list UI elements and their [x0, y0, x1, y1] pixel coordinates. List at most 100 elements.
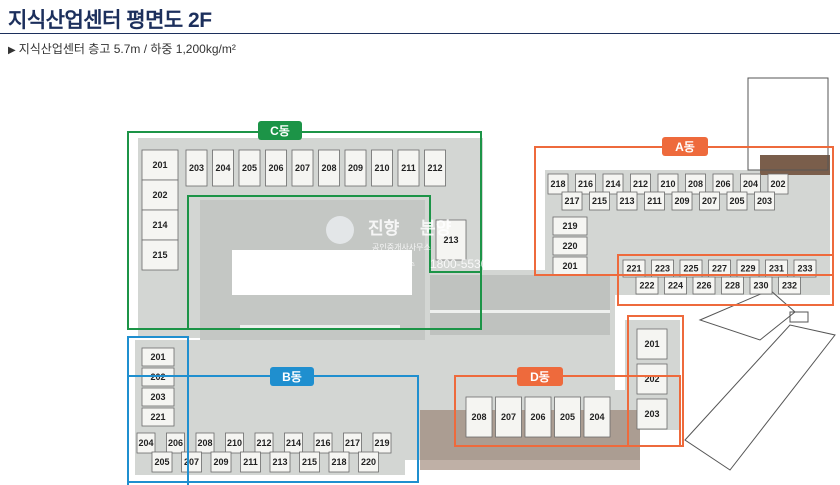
unit-cell-b_bottom_low-220 — [358, 451, 379, 473]
unit-label-a_bottom_top-225: 225 — [683, 264, 698, 274]
unit-cell-c_top-203 — [185, 149, 208, 187]
unit-cell-b_bottom_top-208 — [195, 432, 215, 454]
unit-cell-d_row-207 — [495, 396, 522, 438]
unit-cell-b_side-201 — [141, 347, 175, 367]
watermark-sub: 공인중개사사무소 — [372, 242, 431, 252]
unit-label-a_top_lower-207: 207 — [702, 196, 717, 206]
unit-cell-a_side-219 — [552, 216, 588, 236]
watermark: 진향 분양 공인중개사사무소 접수 1800-5530 — [326, 216, 488, 271]
d-zone-side-outline — [627, 315, 684, 447]
unit-label-b_bottom_low-205: 205 — [154, 457, 169, 467]
unit-cell-a_top_lower-213 — [616, 191, 638, 211]
unit-label-c_top-210: 210 — [374, 163, 389, 173]
unit-cell-a_top-204 — [740, 173, 761, 195]
unit-cell-a_top-202 — [767, 173, 789, 195]
unit-label-d_row-207: 207 — [501, 412, 516, 422]
c-zone-inner-units: 213 — [435, 219, 467, 261]
unit-label-a_top_lower-209: 209 — [674, 196, 689, 206]
unit-label-c_top-203: 203 — [189, 163, 204, 173]
unit-cell-d_row-204 — [583, 396, 611, 438]
unit-label-a_bottom_low-232: 232 — [782, 281, 797, 291]
unit-label-a_bottom_top-229: 229 — [740, 264, 755, 274]
unit-label-c_top-204: 204 — [215, 163, 230, 173]
annex-outline — [684, 77, 836, 471]
unit-cell-c_left-201 — [141, 149, 179, 181]
unit-cell-a_top_lower-205 — [726, 191, 748, 211]
unit-label-d_row-206: 206 — [530, 412, 545, 422]
unit-label-c_top-212: 212 — [427, 163, 442, 173]
unit-label-a_top_lower-217: 217 — [564, 196, 579, 206]
c-zone-label: C동 — [270, 124, 290, 138]
unit-label-b_bottom_low-218: 218 — [331, 457, 346, 467]
unit-label-c_inner-213: 213 — [443, 235, 458, 245]
a-zone-lower-outline — [617, 254, 834, 306]
unit-label-a_bottom_low-228: 228 — [725, 281, 740, 291]
unit-label-a_bottom_top-233: 233 — [797, 264, 812, 274]
unit-cell-a_bottom_top-221 — [622, 259, 646, 278]
unit-cell-a_bottom_top-223 — [651, 259, 674, 278]
unit-cell-c_top-210 — [371, 149, 393, 187]
unit-label-c_top-211: 211 — [401, 163, 416, 173]
unit-cell-b_bottom_top-210 — [225, 432, 244, 454]
unit-cell-c_top-209 — [344, 149, 367, 187]
unit-label-c_top-205: 205 — [242, 163, 257, 173]
a-zone-label: A동 — [675, 140, 695, 154]
unit-cell-c_top-205 — [238, 149, 261, 187]
unit-label-c_left-201: 201 — [152, 160, 167, 170]
unit-label-a_top-218: 218 — [550, 179, 565, 189]
unit-label-b_side-221: 221 — [150, 412, 165, 422]
unit-cell-c_top-211 — [397, 149, 420, 187]
unit-cell-d_side-201 — [636, 328, 668, 360]
unit-label-b_bottom_top-208: 208 — [197, 438, 212, 448]
unit-cell-a_bottom_top-225 — [679, 259, 703, 278]
page-subtitle: ▶지식산업센터 층고 5.7m / 하중 1,200kg/m² — [8, 40, 236, 57]
unit-cell-b_bottom_top-216 — [313, 432, 333, 454]
unit-label-a_bottom_low-226: 226 — [696, 281, 711, 291]
b-zone-tag: B동 — [270, 367, 314, 386]
unit-label-a_top-204: 204 — [743, 179, 758, 189]
unit-label-a_top_lower-205: 205 — [729, 196, 744, 206]
unit-cell-c_top-212 — [424, 149, 446, 187]
unit-label-a_top-216: 216 — [578, 179, 593, 189]
unit-cell-c_left-202 — [141, 179, 179, 211]
unit-cell-a_top-218 — [547, 173, 569, 195]
unit-label-a_bottom_top-227: 227 — [712, 264, 727, 274]
unit-label-c_top-207: 207 — [295, 163, 310, 173]
d-zone-outline — [454, 375, 681, 447]
unit-label-b_bottom_top-214: 214 — [286, 438, 301, 448]
unit-label-b_side-203: 203 — [150, 392, 165, 402]
unit-label-b_bottom_top-204: 204 — [138, 438, 153, 448]
unit-cell-a_bottom_low-222 — [635, 276, 659, 295]
unit-cell-a_top-212 — [630, 173, 651, 195]
unit-cell-c_left-214 — [141, 209, 179, 241]
unit-cell-b_bottom_top-217 — [343, 432, 362, 454]
unit-cell-a_top-214 — [602, 173, 624, 195]
unit-cell-c_top-207 — [291, 149, 314, 187]
unit-label-d_row-204: 204 — [589, 412, 604, 422]
unit-label-a_top_lower-213: 213 — [619, 196, 634, 206]
unit-label-a_bottom_top-231: 231 — [769, 264, 784, 274]
d-zone-tag: D동 — [517, 367, 563, 386]
unit-cell-c_top-206 — [265, 149, 287, 187]
unit-label-c_top-209: 209 — [348, 163, 363, 173]
unit-label-b_bottom_top-217: 217 — [345, 438, 360, 448]
unit-label-b_bottom_low-215: 215 — [302, 457, 317, 467]
unit-label-a_side-220: 220 — [562, 241, 577, 251]
unit-cell-b_bottom_top-204 — [136, 432, 156, 454]
watermark-phone-label: 접수 — [395, 258, 415, 271]
unit-label-b_bottom_top-219: 219 — [374, 438, 389, 448]
unit-cell-a_bottom_top-233 — [793, 259, 817, 278]
unit-label-d_side-203: 203 — [644, 409, 659, 419]
unit-cell-d_side-203 — [636, 398, 668, 430]
unit-cell-a_bottom_top-227 — [708, 259, 731, 278]
unit-label-a_top-214: 214 — [605, 179, 620, 189]
unit-cell-b_side-221 — [141, 407, 175, 427]
unit-label-b_bottom_low-209: 209 — [213, 457, 228, 467]
unit-cell-a_top_lower-209 — [671, 191, 693, 211]
